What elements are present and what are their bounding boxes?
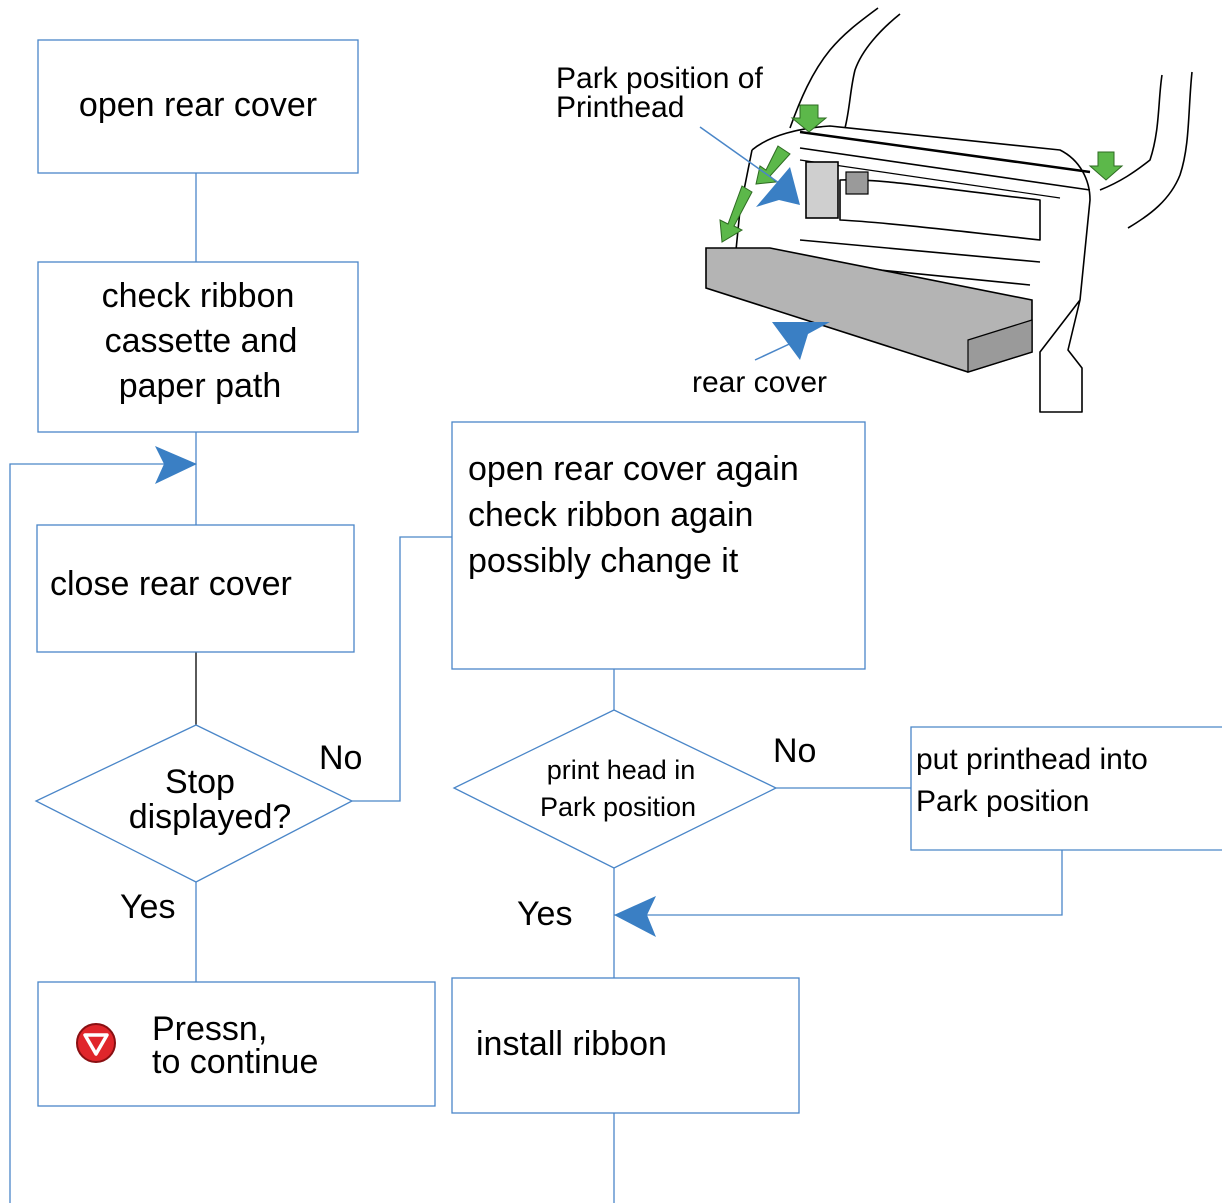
box-check-ribbon-line1: check ribbon [102, 277, 295, 315]
paper-path-lines [799, 239, 1041, 331]
box-check-ribbon-line3: paper path [119, 367, 282, 405]
box-open-rear-cover: open rear cover [37, 39, 359, 174]
edge-loop-back [9, 463, 196, 1203]
right-arm-outline [1127, 71, 1193, 229]
decision-stop-line2: displayed? [129, 798, 292, 836]
decision-print-head-park: print head in Park position [452, 709, 778, 869]
box-close-rear-cover: close rear cover [36, 524, 355, 653]
printer-rail-1 [799, 130, 1091, 174]
printhead-carriage [805, 161, 839, 219]
box-check-ribbon: check ribbon cassette and paper path [37, 261, 359, 433]
merge-arrowhead-icon [614, 896, 656, 937]
decision-stop-line1: Stop [165, 763, 235, 801]
decision-park-line1: print head in [547, 755, 696, 785]
box-put-printhead-line2: Park position [916, 785, 1089, 818]
label-no-park: No [773, 732, 816, 770]
rear-cover-lip [967, 319, 1033, 373]
printer-rail-2 [799, 147, 1091, 191]
box-close-rear-cover-label: close rear cover [50, 565, 292, 603]
illustration-park-label-line2: Printhead [556, 91, 684, 124]
decision-stop-displayed: Stop displayed? [34, 724, 354, 883]
label-yes-stop: Yes [120, 888, 175, 926]
box-put-printhead-line1: put printhead into [916, 743, 1148, 776]
box-press-continue: Pressn, to continue [37, 981, 436, 1107]
illustration-park-label-line1: Park position of [556, 62, 763, 95]
left-arm-outline [789, 7, 879, 129]
printer-body-outline [751, 125, 1091, 413]
box-open-again-line1: open rear cover again [468, 450, 799, 488]
box-open-again-line3: possibly change it [468, 542, 739, 580]
printer-platen [839, 178, 1041, 241]
green-arrow-top-left-icon [790, 104, 828, 133]
green-arrow-swing-2-icon [719, 185, 753, 243]
park-pointer-arrowhead-icon [756, 167, 800, 207]
box-install-ribbon-label: install ribbon [476, 1025, 667, 1063]
right-arm-outline-2 [1099, 74, 1163, 191]
box-put-printhead: put printhead into Park position [910, 726, 1222, 851]
box-install-ribbon: install ribbon [451, 977, 800, 1114]
box-press-line2: to continue [152, 1043, 318, 1081]
connectors [9, 173, 1063, 1203]
stop-button-icon [76, 1023, 116, 1063]
box-open-again-line2: check ribbon again [468, 496, 753, 534]
box-open-again: open rear cover again check ribbon again… [451, 421, 866, 670]
decision-park-line2: Park position [540, 792, 696, 822]
illustration-rear-cover-label: rear cover [692, 366, 827, 399]
edge-put-back [614, 850, 1063, 916]
box-check-ribbon-line2: cassette and [105, 322, 298, 360]
label-no-stop: No [319, 739, 362, 777]
edge-stop-no [352, 536, 452, 802]
box-open-rear-cover-label: open rear cover [79, 86, 317, 124]
box-press-line1: Pressn, [152, 1010, 267, 1048]
park-pointer-line [699, 126, 787, 189]
green-arrow-top-right-icon [1088, 151, 1124, 181]
rear-cover-pointer-arrowhead-icon [772, 322, 830, 360]
left-arm-outline-2 [844, 13, 901, 129]
label-yes-park: Yes [517, 895, 572, 933]
green-arrow-swing-1-icon [755, 145, 791, 185]
printhead-knob [845, 171, 869, 195]
loop-arrowhead-icon [155, 446, 197, 484]
printer-rail-3 [799, 159, 1061, 199]
printer-illustration [699, 7, 1193, 413]
